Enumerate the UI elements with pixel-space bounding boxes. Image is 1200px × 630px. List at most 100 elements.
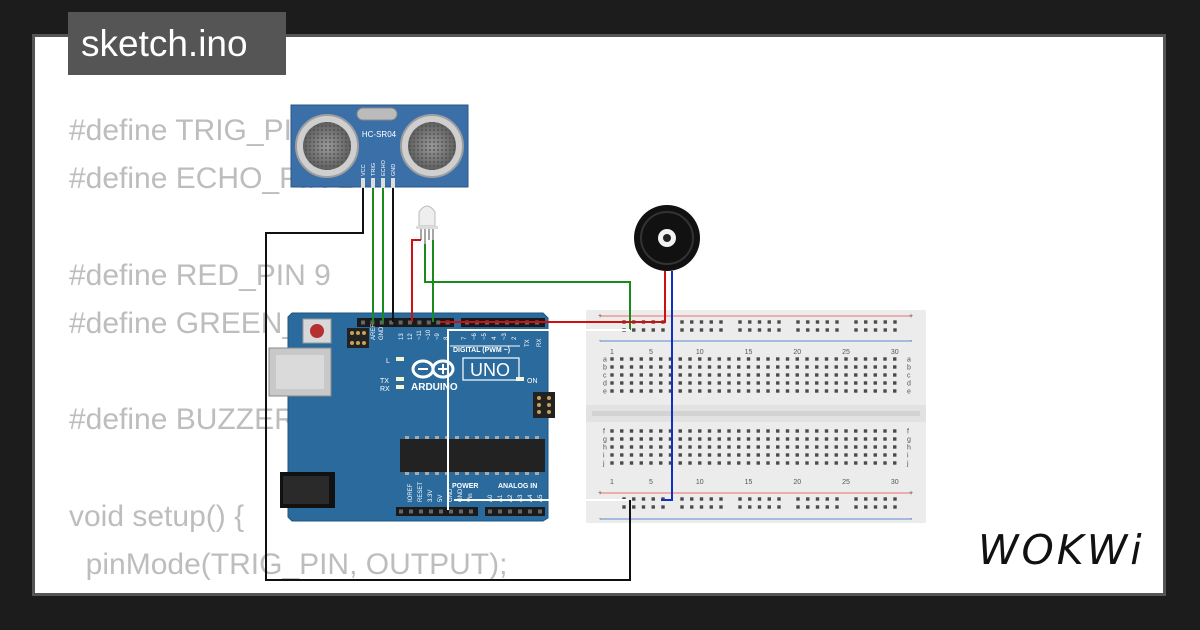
- digital-pin-label: 2: [512, 336, 518, 340]
- code-line: void setup() {: [69, 499, 245, 533]
- breadboard-row-letter: i: [603, 453, 605, 460]
- breadboard-column-number: 30: [891, 349, 899, 356]
- breadboard-holes: [610, 320, 897, 509]
- sensor-pin-label: ECHO: [381, 159, 387, 176]
- digital-pin-label: ~11: [417, 330, 423, 340]
- breadboard-row-letter: h: [907, 445, 911, 452]
- breadboard-row-letter: e: [603, 389, 607, 396]
- breadboard-column-number: 20: [793, 479, 801, 486]
- wire-white-gnd: [447, 329, 630, 510]
- breadboard-row-letter: j: [602, 461, 605, 468]
- analog-pin-label: A4: [528, 494, 534, 502]
- svg-text:+: +: [909, 490, 913, 497]
- code-line: #define RED_PIN 9: [69, 258, 331, 292]
- rgb-led[interactable]: [416, 205, 438, 244]
- breadboard-column-number: 30: [891, 479, 899, 486]
- breadboard-column-number: 1: [610, 479, 614, 486]
- svg-text:-: -: [910, 516, 913, 523]
- analog-pin-label: A2: [508, 494, 514, 502]
- arduino-infinity-logo-icon: [411, 359, 455, 379]
- wokwi-logo[interactable]: WOKWi: [978, 524, 1150, 576]
- wire-gnd-black: [265, 188, 631, 581]
- digital-pin-label: ~5: [482, 332, 488, 340]
- svg-text:-: -: [599, 338, 602, 345]
- svg-text:+: +: [598, 313, 602, 320]
- digital-pin-label: ~3: [502, 332, 508, 340]
- analog-pin-label: A3: [518, 494, 524, 502]
- svg-text:+: +: [909, 313, 913, 320]
- power-pin-label: GND: [448, 488, 454, 502]
- breadboard-row-letter: c: [907, 373, 911, 380]
- breadboard-row-letter: a: [603, 357, 607, 364]
- receiver-mesh-dots: [408, 122, 456, 170]
- breadboard-row-letter: c: [603, 373, 607, 380]
- usb-port-inner: [276, 355, 324, 389]
- power-pin-label: RESET: [418, 482, 424, 502]
- svg-text:+: +: [598, 490, 602, 497]
- breadboard-column-number: 20: [793, 349, 801, 356]
- header-rx-label: RX: [537, 339, 543, 347]
- led-rim: [416, 226, 438, 229]
- atmega-chip: [400, 439, 545, 472]
- breadboard-row-letter: e: [907, 389, 911, 396]
- digital-pin-label: ~10: [426, 329, 432, 340]
- rx-led: [396, 385, 404, 389]
- tx-led-label: TX: [380, 378, 389, 385]
- sensor-pins: [361, 178, 395, 188]
- wire-buzzer-red: [440, 271, 666, 323]
- wires: [265, 188, 673, 581]
- breadboard-column-number: 25: [842, 479, 850, 486]
- digital-pin-label: 4: [492, 336, 498, 340]
- breadboard-row-letter: b: [907, 365, 911, 372]
- l-led-label: L: [386, 358, 390, 365]
- breadboard-column-number: 15: [745, 349, 753, 356]
- aref-label: AREF: [371, 324, 377, 340]
- digital-pin-label: ~9: [435, 332, 441, 340]
- breadboard-rail-plus-markers: + + + +: [598, 313, 913, 497]
- power-pin-label: IOREF: [408, 483, 414, 502]
- bottom-header-pins: [399, 509, 542, 514]
- code-line: pinMode(TRIG_PIN, OUTPUT);: [69, 547, 508, 581]
- breadboard-column-number: 5: [649, 349, 653, 356]
- power-pin-label: 5V: [438, 495, 444, 502]
- sensor-pin-label: GND: [391, 164, 397, 176]
- uno-badge: [462, 357, 520, 381]
- digital-pin-label: 13: [399, 333, 405, 340]
- chip-legs: [405, 436, 539, 475]
- wire-led-common: [424, 244, 631, 330]
- breadboard-column-number: 10: [696, 349, 704, 356]
- gnd-top-label: GND: [379, 326, 385, 340]
- breadboard-column-number: 1: [610, 349, 614, 356]
- power-pin-label: Vin: [468, 493, 474, 502]
- file-name-tab[interactable]: sketch.ino: [68, 12, 286, 75]
- digital-pin-label: 7: [462, 336, 468, 340]
- power-label: POWER: [452, 483, 478, 490]
- piezo-buzzer[interactable]: [634, 205, 700, 271]
- file-name-label: sketch.ino: [81, 23, 248, 64]
- arduino-logo-text: ARDUINO: [411, 382, 458, 393]
- breadboard-row-letter: f: [603, 429, 605, 436]
- breadboard-column-number: 25: [842, 349, 850, 356]
- reset-button-cap: [310, 324, 324, 338]
- breadboard-rail-minus-markers: - - - -: [599, 338, 913, 523]
- power-pin-label: 3.3V: [428, 490, 434, 502]
- digital-pin-label: ~6: [472, 332, 478, 340]
- wire-led-red: [411, 239, 421, 322]
- svg-text:-: -: [599, 516, 602, 523]
- power-header: [396, 507, 478, 516]
- breadboard-row-letter: d: [603, 381, 607, 388]
- on-led-label: ON: [527, 378, 538, 385]
- breadboard-column-number: 5: [649, 479, 653, 486]
- icsp-header-right: [533, 392, 555, 418]
- breadboard-row-letter: f: [907, 429, 909, 436]
- uno-label: UNO: [470, 360, 510, 380]
- breadboard-row-letter: b: [603, 365, 607, 372]
- buzzer-hole: [663, 234, 671, 242]
